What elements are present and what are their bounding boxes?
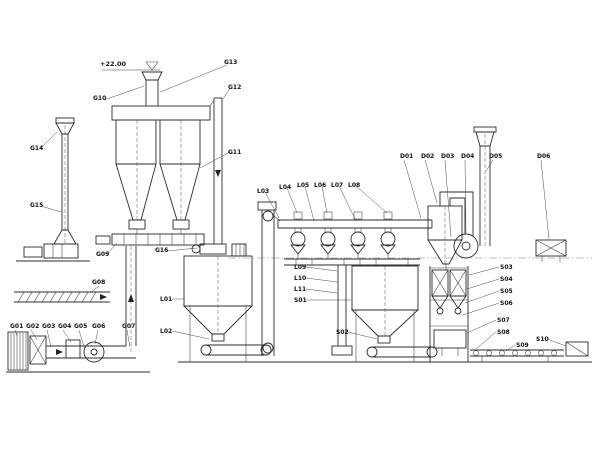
product-hopper-1	[182, 243, 254, 362]
left-exhaust-stack	[16, 117, 90, 262]
label-l09: L09	[294, 264, 306, 271]
sifter-manifold	[277, 211, 433, 266]
label-d01: D01	[400, 153, 413, 160]
label-d05: D05	[489, 153, 502, 160]
elevation-text: +22.00	[100, 60, 126, 68]
label-g12: G12	[228, 84, 241, 91]
label-s05: S05	[500, 288, 513, 295]
furnace-train	[7, 331, 136, 371]
label-l06: L06	[314, 182, 326, 189]
standpipe	[331, 265, 353, 356]
label-l10: L10	[294, 275, 306, 282]
reference-lines	[6, 69, 592, 373]
flow-arrow-up	[128, 294, 134, 302]
elevation-marker: +22.00	[100, 60, 159, 71]
label-l08: L08	[348, 182, 360, 189]
right-cyclone-group	[427, 126, 497, 270]
label-s09: S09	[516, 342, 529, 349]
label-s06: S06	[500, 300, 513, 307]
label-l04: L04	[279, 184, 291, 191]
label-s03: S03	[500, 264, 513, 271]
label-g03: G03	[42, 323, 55, 330]
feed-conveyor	[14, 291, 110, 303]
label-g02: G02	[26, 323, 39, 330]
label-s10: S10	[536, 336, 549, 343]
label-d03: D03	[441, 153, 454, 160]
drying-column	[125, 246, 137, 352]
label-l01: L01	[160, 296, 172, 303]
flow-arrow-right	[56, 349, 63, 355]
label-g07: G07	[122, 323, 135, 330]
bucket-elevator	[257, 201, 281, 356]
roller-conveyor	[470, 341, 589, 362]
exhaust-vent	[141, 71, 163, 106]
label-d04: D04	[461, 153, 474, 160]
label-s02: S02	[336, 329, 349, 336]
label-l11: L11	[294, 286, 306, 293]
equipment-labels: G01 G02 G03 G04 G05 G06 G07 G08 G09 G10 …	[10, 59, 550, 349]
bagging-station	[429, 266, 469, 362]
label-g11: G11	[228, 149, 241, 156]
product-hopper-2	[350, 265, 420, 362]
label-g06: G06	[92, 323, 105, 330]
label-g13: G13	[224, 59, 237, 66]
label-l07: L07	[331, 182, 343, 189]
label-g14: G14	[30, 145, 43, 152]
flow-arrow-down	[215, 170, 221, 177]
label-g04: G04	[58, 323, 71, 330]
leader-lines	[14, 64, 567, 352]
outlet-riser	[191, 97, 227, 255]
flow-arrow-right	[100, 294, 107, 300]
label-d02: D02	[421, 153, 434, 160]
label-l03: L03	[257, 188, 269, 195]
label-g01: G01	[10, 323, 23, 330]
label-g10: G10	[93, 95, 106, 102]
label-g15: G15	[30, 202, 43, 209]
label-s04: S04	[500, 276, 513, 283]
label-s07: S07	[497, 317, 510, 324]
label-g09: G09	[96, 251, 109, 258]
belt-conveyor-2	[366, 346, 438, 358]
label-g05: G05	[74, 323, 87, 330]
discharge-screw-conveyor	[95, 233, 205, 246]
label-l05: L05	[297, 182, 309, 189]
label-s01: S01	[294, 297, 307, 304]
label-g08: G08	[92, 279, 105, 286]
label-g16: G16	[155, 247, 168, 254]
label-s08: S08	[497, 329, 510, 336]
damper-box	[535, 239, 567, 262]
label-d06: D06	[537, 153, 550, 160]
label-l02: L02	[160, 328, 172, 335]
belt-conveyor-1	[200, 344, 272, 356]
main-cyclone-group	[111, 105, 211, 234]
